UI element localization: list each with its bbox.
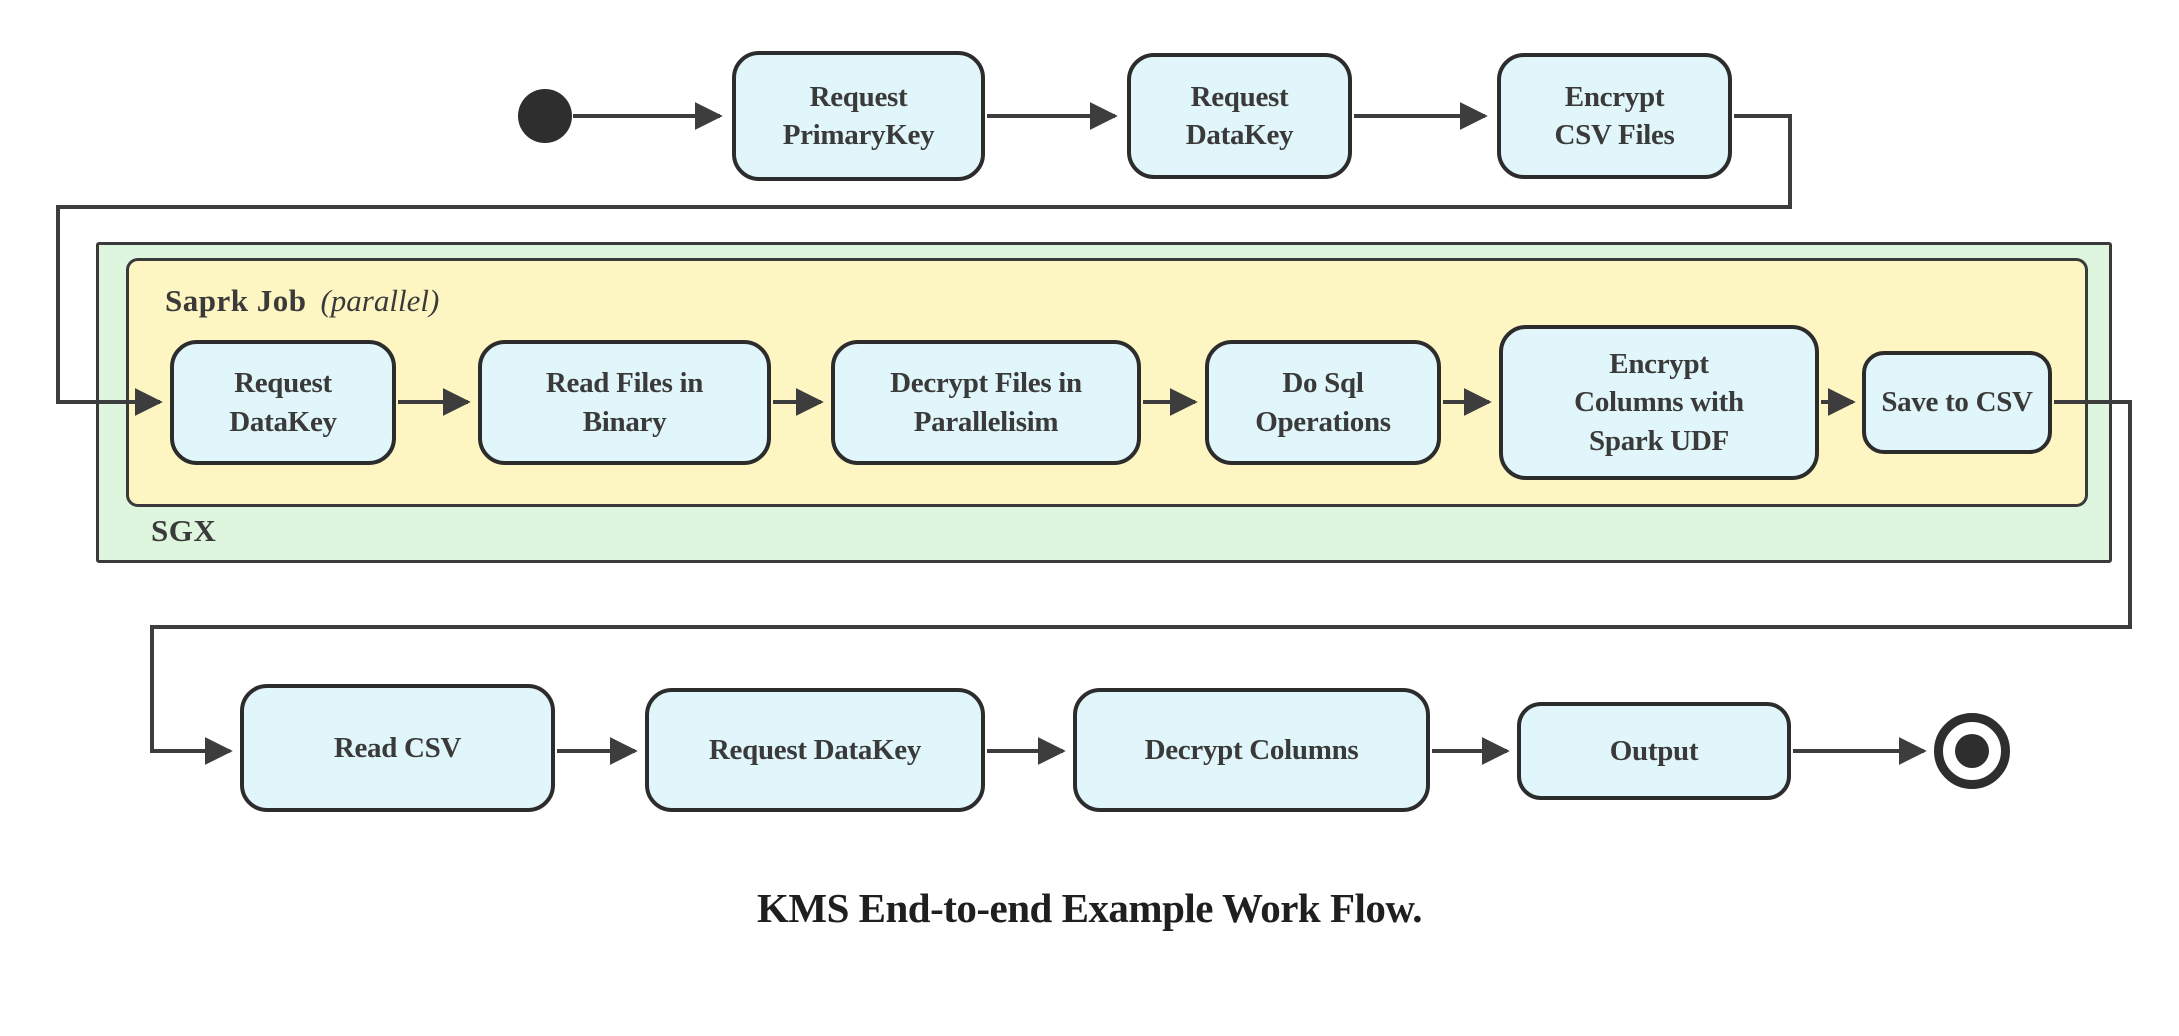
- node-label: Request DataKey: [708, 733, 922, 766]
- node-label: Encrypt Columns with Spark UDF: [1574, 348, 1744, 457]
- node-request-datakey-top: Request DataKey: [1127, 53, 1352, 179]
- node-label: Output: [1609, 734, 1699, 767]
- node-do-sql-operations: Do Sql Operations: [1205, 340, 1441, 465]
- node-read-csv: Read CSV: [240, 684, 555, 812]
- node-label: Read CSV: [333, 731, 462, 764]
- spark-job-title: Saprk Job: [165, 283, 307, 318]
- spark-job-parallel-annotation: (parallel): [320, 283, 440, 318]
- node-label: Request DataKey: [229, 367, 337, 438]
- sgx-label: SGX: [151, 513, 217, 548]
- node-read-files-in-binary: Read Files in Binary: [478, 340, 771, 465]
- node-label: Decrypt Files in Parallelisim: [890, 367, 1082, 438]
- node-encrypt-csv-files: Encrypt CSV Files: [1497, 53, 1732, 179]
- node-output: Output: [1517, 702, 1791, 800]
- final-state-node: [1934, 713, 2010, 789]
- node-request-datakey-client: Request DataKey: [645, 688, 985, 812]
- node-label: Request PrimaryKey: [782, 80, 935, 151]
- node-request-primarykey: Request PrimaryKey: [732, 51, 985, 181]
- node-label: Do Sql Operations: [1255, 367, 1391, 438]
- node-request-datakey-spark: Request DataKey: [170, 340, 396, 465]
- initial-state-node: [518, 89, 572, 143]
- diagram-caption: KMS End-to-end Example Work Flow.: [756, 885, 1423, 931]
- spark-job-label: Saprk Job (parallel): [165, 283, 439, 319]
- node-label: Request DataKey: [1185, 80, 1294, 151]
- node-label: Encrypt CSV Files: [1554, 80, 1675, 151]
- node-decrypt-columns: Decrypt Columns: [1073, 688, 1430, 812]
- node-save-to-csv: Save to CSV: [1862, 351, 2052, 454]
- node-encrypt-columns-with-spark-udf: Encrypt Columns with Spark UDF: [1499, 325, 1819, 480]
- node-label: Read Files in Binary: [545, 367, 704, 438]
- node-decrypt-files-in-parallelisim: Decrypt Files in Parallelisim: [831, 340, 1141, 465]
- node-label: Save to CSV: [1881, 386, 2033, 419]
- node-label: Decrypt Columns: [1144, 733, 1359, 766]
- final-state-dot: [1955, 734, 1989, 768]
